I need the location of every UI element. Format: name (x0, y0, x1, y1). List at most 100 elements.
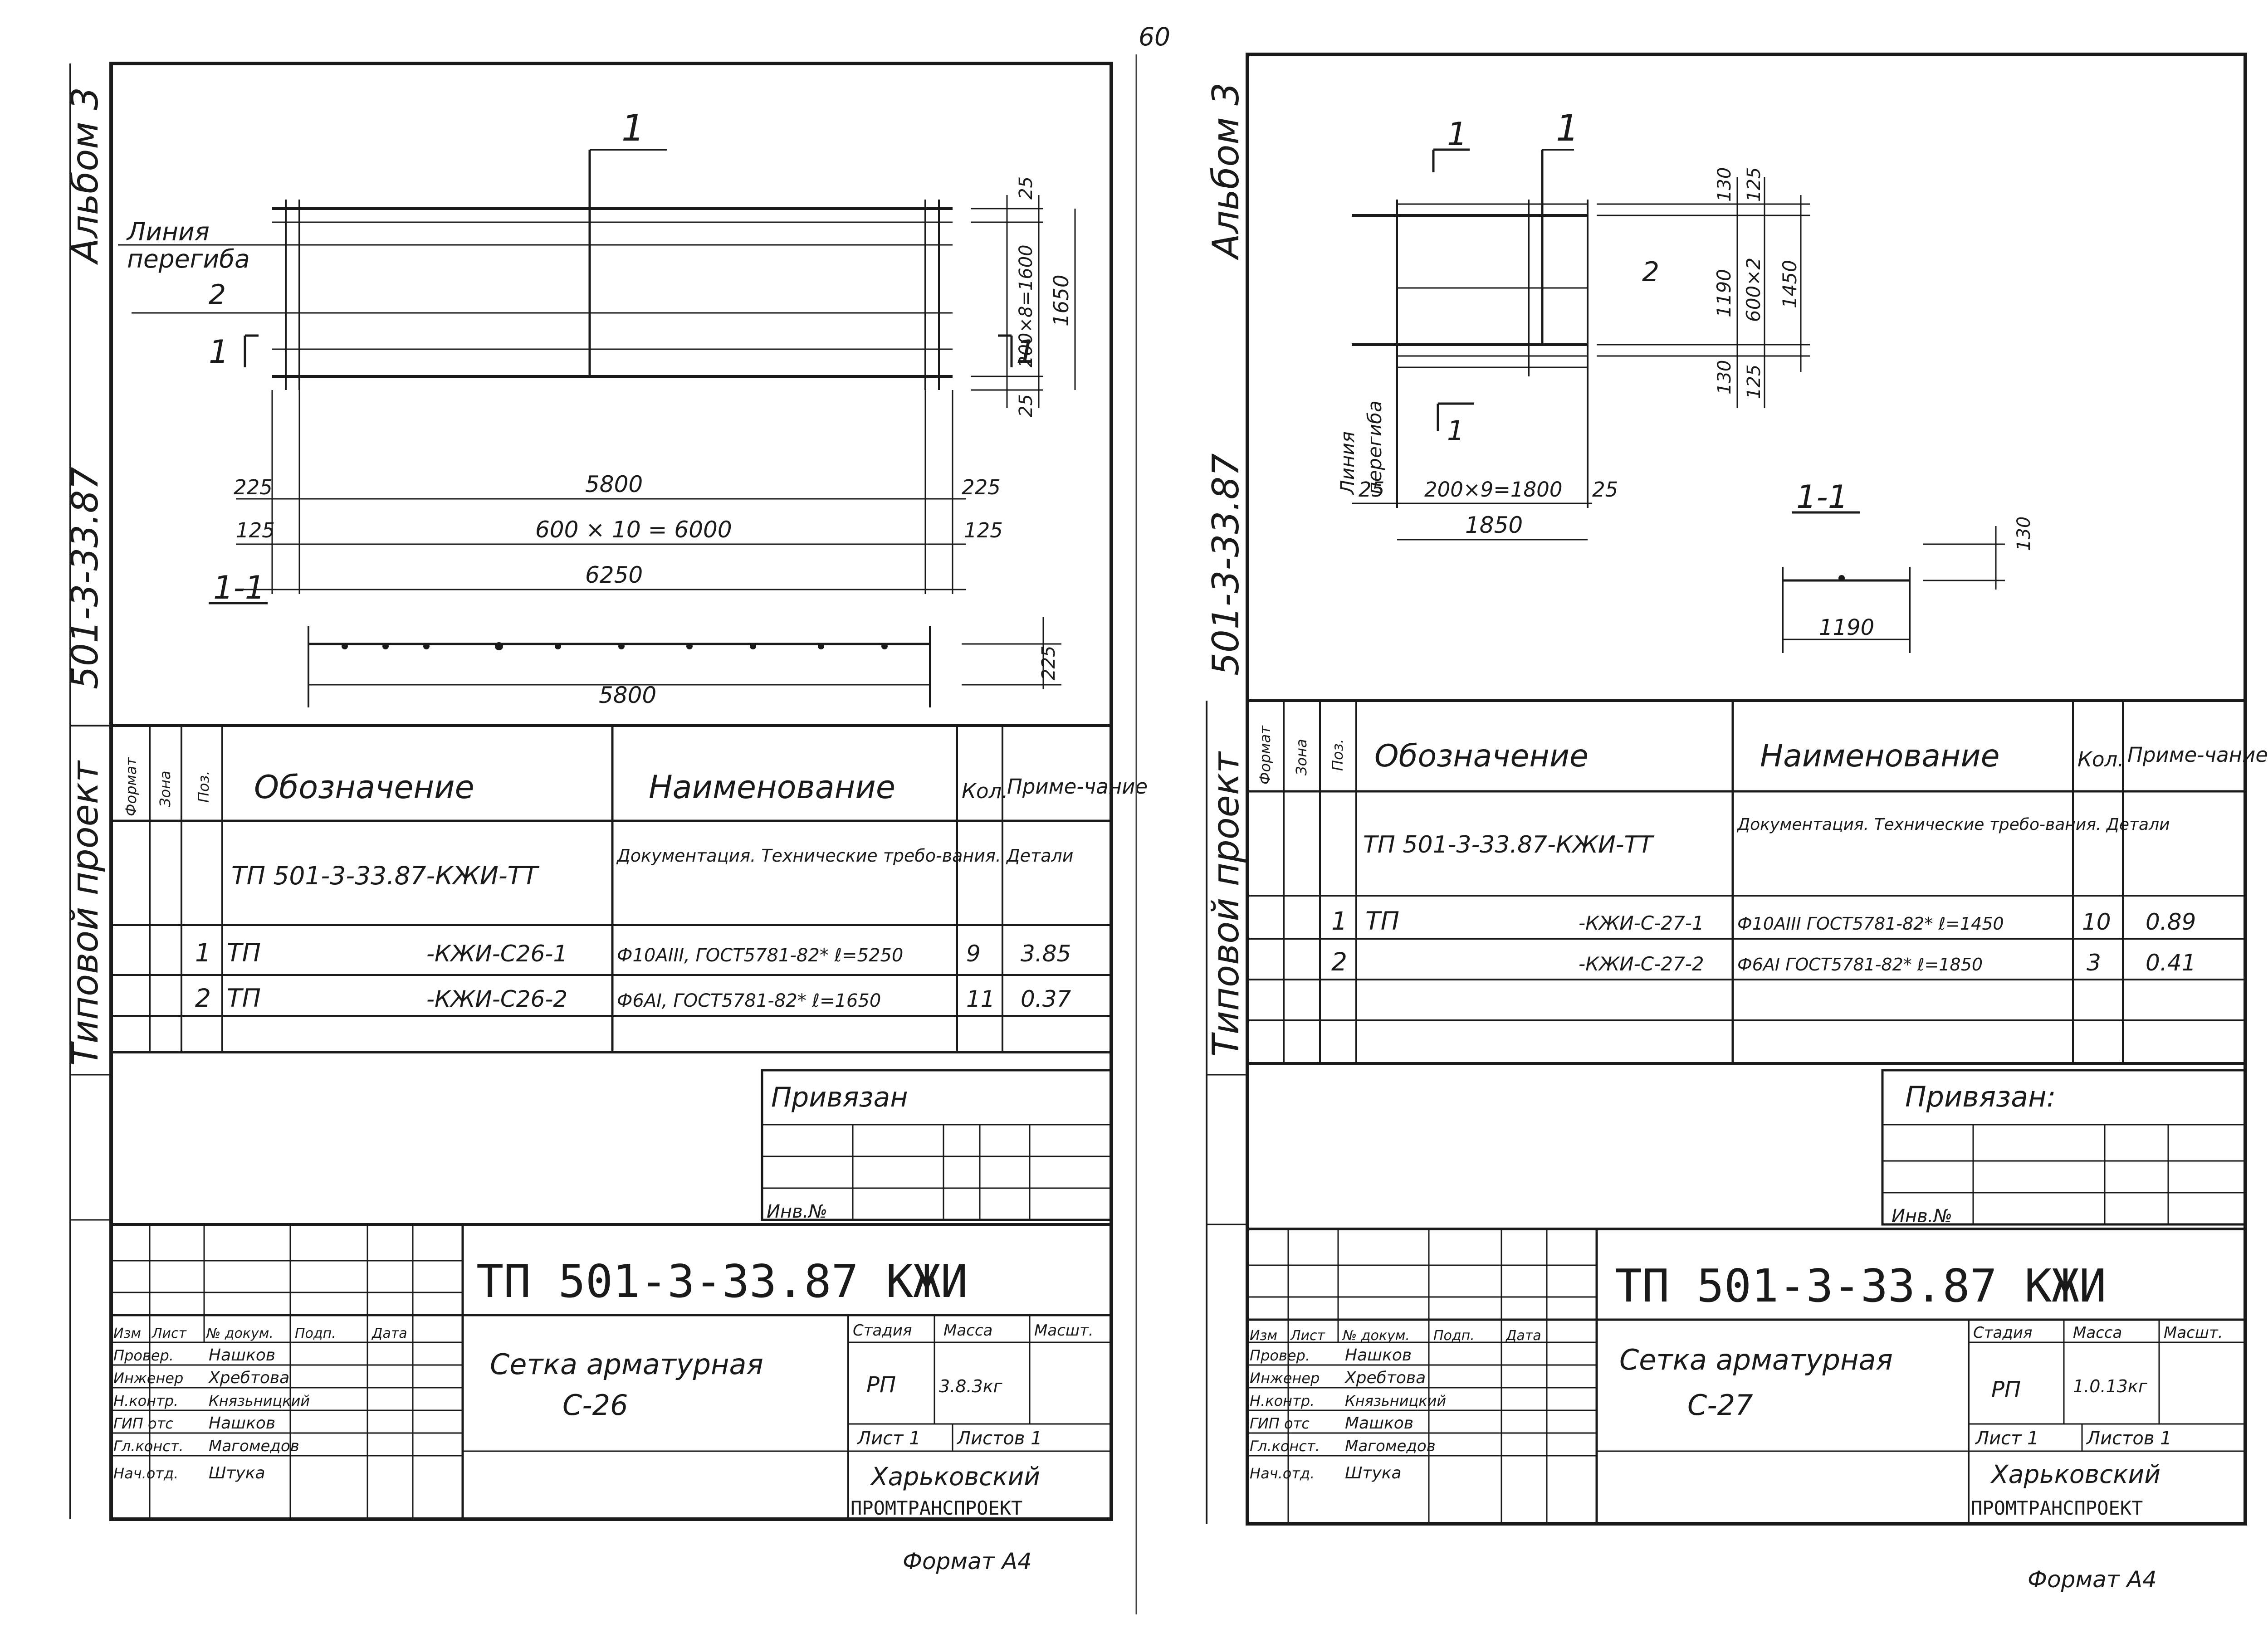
dim-left-edge: 25 (1359, 478, 1384, 502)
spec-header-name: Наименование (1760, 738, 1999, 774)
spec-header-format: Формат (122, 757, 140, 816)
tb-name-3: Князьницкий (1345, 1392, 1446, 1409)
section-mark-left: 1 (209, 333, 229, 370)
tb-head-list: Лист (1290, 1328, 1326, 1344)
spec-row1-des-a: ТП (1365, 907, 1399, 936)
tb-name-4: Нашков (209, 1414, 275, 1433)
tb-title-2: С-26 (562, 1389, 628, 1422)
tb-scale-head: Масшт. (1034, 1321, 1094, 1340)
bound-label: Привязан (771, 1082, 908, 1113)
spec-row2-name: Ф6АI, ГОСТ5781-82* ℓ=1650 (617, 990, 881, 1011)
spec-row2-des-b: -КЖИ-С26-2 (426, 986, 567, 1012)
spec-row1-des-a: ТП (227, 938, 261, 967)
tb-head-date: Дата (1505, 1328, 1541, 1344)
dim-bottom-edge: 130 (1714, 360, 1735, 395)
dim-top-total: 1650 (1049, 274, 1073, 327)
tb-org-2: ПРОМТРАНСПРОЕКТ (850, 1497, 1022, 1519)
tb-role-6: Нач.отд. (113, 1465, 178, 1482)
tb-stage: РП (866, 1372, 896, 1398)
spec-row1-note: 0.89 (2146, 909, 2196, 935)
spec-row2-qty: 11 (966, 986, 995, 1012)
spec-row1-qty: 9 (966, 941, 981, 967)
tb-org-1: Харьковский (870, 1462, 1040, 1491)
spec-doc-designation: ТП 501-3-33.87-КЖИ-ТТ (1363, 831, 1655, 858)
side-code-label: 501-3-33.87 (64, 467, 106, 689)
spec-row1-des-b: -КЖИ-С-27-1 (1579, 912, 1704, 934)
position-1-label: 1 (1556, 107, 1579, 149)
spec-row2-des-a: ТП (227, 984, 261, 1013)
tb-role-5: Гл.конст. (1250, 1438, 1320, 1455)
spec-row1-pos: 1 (1331, 907, 1347, 936)
side-album-label: Альбом 3 (64, 87, 106, 265)
tb-head-sign: Подп. (295, 1326, 336, 1341)
section-mark-top: 1 (1447, 116, 1467, 153)
spec-row1-des-b: -КЖИ-С26-1 (426, 941, 567, 967)
section-title: 1-1 (213, 569, 265, 606)
tb-name-4: Машков (1345, 1414, 1413, 1433)
tb-title-2: С-27 (1687, 1389, 1753, 1422)
position-1-label: 1 (621, 107, 645, 149)
tb-name-5: Магомедов (209, 1437, 299, 1455)
tb-head-izm: Изм (113, 1326, 141, 1341)
side-project-label: Типовой проект (64, 760, 106, 1066)
bound-inv: Инв.№ (1892, 1206, 1952, 1227)
tb-stage: РП (1991, 1377, 2021, 1402)
tb-role-5: Гл.конст. (113, 1438, 184, 1455)
tb-role-2: Инженер (113, 1370, 183, 1387)
bend-line-label-2: перегиба (1364, 400, 1386, 494)
spec-row2-note: 0.41 (2146, 950, 2196, 976)
bend-line-label-1: Линия (126, 217, 210, 246)
spec-header-zone: Зона (156, 770, 174, 807)
section-height: 225 (1038, 646, 1059, 680)
page-number: 60 (1139, 22, 1170, 51)
section-title: 1-1 (1796, 478, 1848, 516)
tb-role-3: Н.контр. (1250, 1392, 1315, 1409)
spec-header-zone: Зона (1293, 739, 1310, 775)
section-height: 130 (2014, 517, 2034, 551)
spec-row1-name: Ф10АIII, ГОСТ5781-82* ℓ=5250 (617, 945, 903, 966)
spec-row1-pos: 1 (195, 938, 211, 967)
tb-name-6: Штука (209, 1464, 265, 1482)
tb-head-doc: № докум. (205, 1326, 274, 1341)
dim-right-edge: 25 (1592, 478, 1618, 502)
sheet-left-text: Альбом 3 501-3-33.87 Типовой проект 1 Ли… (64, 87, 1148, 1575)
dim-total-height: 1450 (1779, 260, 1801, 308)
tb-name-3: Князьницкий (209, 1392, 310, 1409)
tb-role-4: ГИП отс (1250, 1415, 1310, 1432)
tb-sheet: Лист 1 (1975, 1428, 2039, 1449)
tb-name-2: Хребтова (208, 1369, 289, 1387)
dim-bottom-edge: 25 (1016, 394, 1036, 417)
spec-row2-qty: 3 (2087, 950, 2101, 976)
dim-edge-left: 125 (236, 518, 275, 542)
dim-top-mid: 200×8=1600 (1016, 244, 1036, 367)
spec-row2-des-b: -КЖИ-С-27-2 (1579, 953, 1704, 975)
tb-role-3: Н.контр. (113, 1392, 178, 1409)
tb-stage-head: Стадия (1973, 1324, 2032, 1342)
spec-header-qty: Кол. (962, 779, 1008, 803)
section-mark-bottom: 1 (1447, 415, 1464, 447)
dim-edge-right: 125 (964, 518, 1003, 542)
dim-total-width: 1850 (1465, 512, 1523, 538)
tb-scale-head: Масшт. (2164, 1324, 2223, 1342)
dim-pitch: 200×9=1800 (1424, 478, 1562, 502)
tb-role-2: Инженер (1250, 1370, 1320, 1387)
tb-mass-head: Масса (943, 1321, 992, 1340)
tb-mass-head: Масса (2073, 1324, 2122, 1342)
sheet-right-text: Альбом 3 501-3-33.87 Типовой проект 1 1 … (1205, 83, 2268, 1593)
bend-line-label-1: Линия (1336, 431, 1359, 495)
section-mark-right: 1 (1016, 333, 1036, 370)
spec-row2-note: 0.37 (1021, 986, 1071, 1012)
spec-row2-pos: 2 (1331, 947, 1347, 976)
position-2-label: 2 (209, 279, 226, 311)
titleblock-code: ТП 501-3-33.87 КЖИ (1615, 1259, 2107, 1312)
tb-head-doc: № докум. (1342, 1328, 1410, 1344)
tb-title-1: Сетка арматурная (490, 1348, 763, 1381)
side-project-label: Типовой проект (1205, 751, 1247, 1057)
spec-header-designation: Обозначение (1374, 738, 1589, 774)
tb-name-2: Хребтова (1344, 1369, 1426, 1387)
tb-name-1: Нашков (1345, 1346, 1412, 1365)
spec-row1-note: 3.85 (1021, 941, 1071, 967)
spec-row2-name: Ф6АI ГОСТ5781-82* ℓ=1850 (1737, 955, 1983, 975)
spec-header-designation: Обозначение (254, 769, 474, 806)
